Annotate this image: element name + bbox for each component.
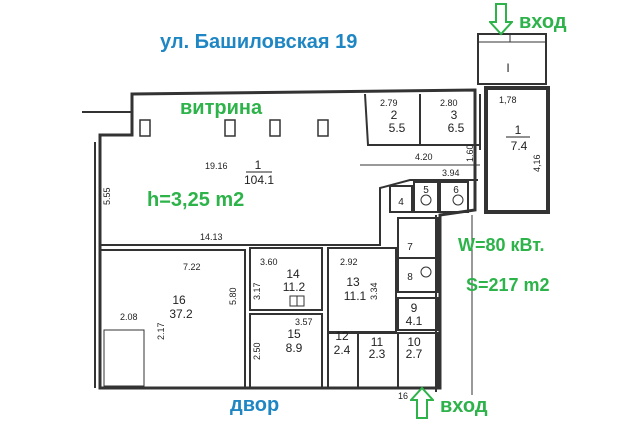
room-16-id: 16 [172,293,186,307]
room-1b-area: 7.4 [511,139,528,153]
room-5-id: 5 [423,185,429,196]
entrance-top-label: вход [519,11,567,33]
dim-r1b-width: 1,78 [499,95,517,105]
dim-r16-depth-a: 2.08 [120,312,138,322]
room-1b-id: 1 [515,123,522,137]
dim-r14-width: 3.60 [260,257,278,267]
yard-label: двор [230,394,280,416]
room-1-area: 104.1 [244,173,274,187]
dim-room2: 2.79 [380,98,398,108]
room-13-id: 13 [346,275,360,289]
room-16-area: 37.2 [169,307,193,321]
room-14-id: 14 [286,267,300,281]
power-label: W=80 кВт. [458,235,545,255]
room-1-id: 1 [255,158,262,172]
room-9-id: 9 [411,301,418,315]
dim-bottom-mark: 16 [398,391,408,401]
dim-r13-width: 2.92 [340,257,358,267]
room-2-id: 2 [391,108,398,122]
vitrina-label: витрина [180,97,263,119]
dim-room3: 2.80 [440,98,458,108]
entrance-bottom-label: вход [440,395,488,417]
dim-r15-width: 3.57 [295,317,313,327]
room-4-id: 4 [398,197,404,208]
room-8-id: 8 [407,272,413,283]
street-label: ул. Башиловская 19 [160,31,358,53]
room-3-id: 3 [451,108,458,122]
room-13-area: 11.1 [344,289,367,303]
room-7-id: 7 [407,242,413,253]
room-9-area: 4.1 [406,314,423,328]
room-14-area: 11.2 [283,280,306,294]
dim-r14-depth: 3.17 [252,282,262,300]
dim-r13-depth: 3.34 [369,282,379,300]
room-15-area: 8.9 [286,341,303,355]
room-10-id: 10 [407,335,421,349]
room-3-area: 6.5 [448,121,465,135]
dim-corridor-w: 1.60 [465,144,475,162]
dim-corridor: 4.20 [415,152,433,162]
dim-r16-depth-b: 2.17 [156,322,166,340]
dim-r15-depth: 2.50 [252,342,262,360]
ceiling-height-label: h=3,25 m2 [147,189,245,211]
total-area-label: S=217 m2 [466,275,550,295]
dim-r1b-depth: 4,16 [532,154,542,172]
room-2-area: 5.5 [389,121,406,135]
room-11-area: 2.3 [369,347,386,361]
dim-main-length: 19.16 [205,161,228,171]
room-12-id: 12 [335,329,349,343]
dim-r16-width: 7.22 [183,262,201,272]
dim-main-width: 14.13 [200,232,223,242]
room-6-id: 6 [453,185,459,196]
dim-r16-depth-c: 5.80 [228,287,238,305]
room-I-id: I [506,61,509,75]
entrance-arrow-bottom-icon [408,386,436,425]
room-11-id: 11 [371,335,384,349]
room-12-area: 2.4 [334,343,351,357]
dim-main-depth: 5.55 [102,187,112,205]
dim-corridor2: 3.94 [442,168,460,178]
room-15-id: 15 [287,327,301,341]
entrance-arrow-top-icon [487,2,515,41]
room-10-area: 2.7 [406,347,423,361]
